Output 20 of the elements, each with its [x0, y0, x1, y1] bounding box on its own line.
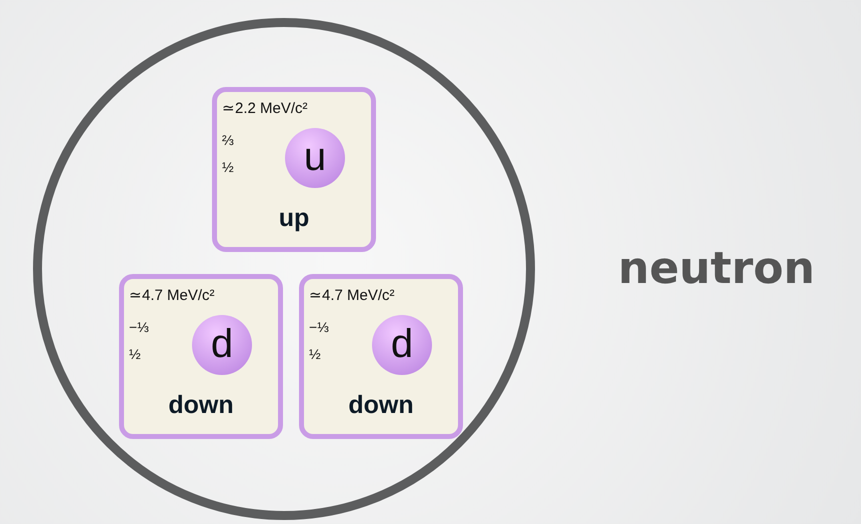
spin-value: ½ — [129, 346, 141, 362]
quark-name: down — [167, 391, 235, 420]
quark-symbol: d — [372, 315, 432, 375]
quark-symbol: d — [192, 315, 252, 375]
mass-value: ≃4.7 MeV/c² — [129, 286, 215, 304]
particle-card — [299, 274, 463, 439]
quark-name: down — [347, 391, 415, 420]
quark-symbol: u — [285, 128, 345, 188]
spin-value: ½ — [309, 346, 321, 362]
charge-value: ⅔ — [222, 132, 234, 148]
charge-value: −⅓ — [309, 319, 329, 335]
charge-value: −⅓ — [129, 319, 149, 335]
particle-card — [119, 274, 283, 439]
mass-value: ≃4.7 MeV/c² — [309, 286, 395, 304]
mass-value: ≃2.2 MeV/c² — [222, 99, 308, 117]
circle-outline — [33, 18, 535, 520]
particle-card — [212, 87, 376, 252]
spin-value: ½ — [222, 159, 234, 175]
quark-name: up — [278, 204, 310, 233]
particle-label: neutron — [618, 243, 815, 294]
